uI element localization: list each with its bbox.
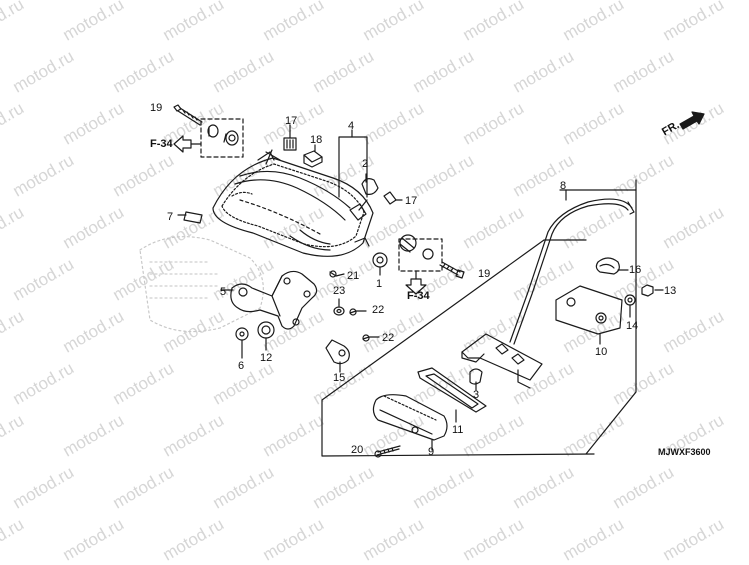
- callout-5: 5: [220, 286, 227, 298]
- socket-2: [361, 173, 379, 195]
- ref-label-f34-upper: F-34: [150, 138, 173, 150]
- bolt-19-right: [439, 261, 465, 279]
- callout-4: 4: [348, 120, 355, 132]
- callout-20: 20: [351, 444, 364, 456]
- grommet-lower: [399, 234, 434, 260]
- diagram-code: MJWXF3600: [658, 447, 711, 457]
- callout-6: 6: [238, 360, 245, 372]
- callout-15: 15: [333, 372, 346, 384]
- screw-22-upper: [349, 308, 367, 316]
- bolt-19-upper: [173, 104, 203, 126]
- clip-17-right: [383, 191, 403, 205]
- callout-14: 14: [626, 320, 639, 332]
- socket-18: [303, 144, 323, 168]
- clamp-15: [325, 339, 350, 373]
- callout-23: 23: [333, 285, 346, 297]
- callout-16: 16: [629, 264, 642, 276]
- callout-12: 12: [260, 352, 273, 364]
- callout-11: 11: [452, 424, 464, 436]
- screw-22-lower: [362, 334, 380, 342]
- grommet-12: [257, 321, 275, 351]
- callout-17-right: 17: [405, 195, 418, 207]
- callout-2: 2: [362, 158, 369, 170]
- bulb-3: [469, 368, 483, 391]
- ref-label-f34-lower: F-34: [407, 290, 430, 302]
- callout-3: 3: [473, 389, 480, 401]
- tag-7: [183, 211, 203, 224]
- callout-19-upper: 19: [150, 102, 163, 114]
- callout-1: 1: [376, 278, 383, 290]
- washer-14: [624, 294, 636, 318]
- ref-box-f34-lower: [398, 238, 443, 272]
- callout-22-upper: 22: [372, 304, 385, 316]
- gasket-11: [417, 367, 487, 423]
- collar-6: [235, 327, 249, 359]
- harness-8: [513, 203, 629, 345]
- ref-arrow-down-icon: [405, 278, 427, 295]
- rubber-1: [372, 252, 388, 276]
- callout-18: 18: [310, 134, 323, 146]
- callout-8: 8: [560, 180, 567, 192]
- callout-10: 10: [595, 346, 608, 358]
- washer-23: [333, 298, 345, 316]
- lens-9: [372, 394, 448, 451]
- grommet-upper: [207, 124, 239, 146]
- callout-17-upper: 17: [285, 115, 298, 127]
- callout-22-lower: 22: [382, 332, 395, 344]
- screw-21: [329, 270, 345, 278]
- license-light-base: [461, 333, 543, 389]
- callout-7: 7: [167, 211, 174, 223]
- ref-box-f34-upper: [200, 118, 244, 158]
- tail-light-assembly: [212, 149, 374, 257]
- front-arrow-icon: [679, 111, 705, 130]
- callout-13: 13: [664, 285, 677, 297]
- clip-17-upper: [283, 124, 297, 151]
- ref-arrow-left-icon: [173, 135, 192, 153]
- leader-4: [338, 136, 368, 198]
- leader-4b: [358, 199, 368, 211]
- callout-21: 21: [347, 270, 360, 282]
- reference-outline: [139, 236, 264, 333]
- callout-9: 9: [428, 446, 435, 458]
- stay-5: [230, 270, 318, 330]
- harness-8: [509, 198, 633, 343]
- bracket-10: [555, 285, 623, 345]
- harness-8-end: [627, 201, 635, 215]
- band-16: [595, 257, 629, 275]
- callout-19-right: 19: [478, 268, 491, 280]
- group-frame: [321, 179, 637, 457]
- reference-outline: [149, 261, 221, 299]
- screw-20: [374, 445, 401, 458]
- nut-13: [641, 284, 664, 297]
